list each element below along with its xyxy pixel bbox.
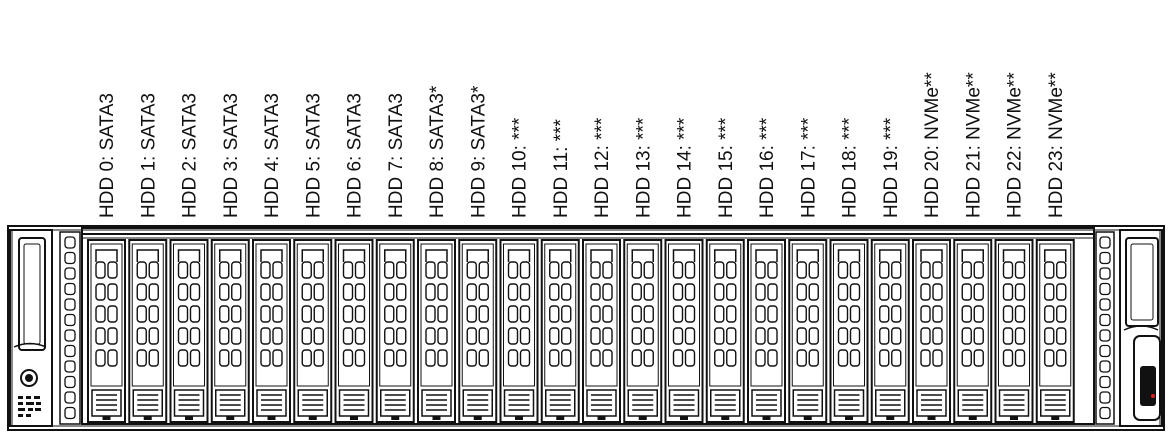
drive-bay-8[interactable] bbox=[417, 239, 456, 423]
slot-label-0: HDD 0: SATA3 bbox=[97, 93, 118, 218]
drive-bay-17[interactable] bbox=[788, 239, 828, 423]
right-rack-ear bbox=[1119, 229, 1163, 427]
slot-label-10: HDD 10: *** bbox=[510, 117, 531, 218]
drive-bay-frame bbox=[81, 227, 1095, 425]
slot-label-17: HDD 17: *** bbox=[798, 117, 819, 218]
slot-label-8: HDD 8: SATA3* bbox=[427, 85, 448, 218]
left-vent-strip bbox=[59, 231, 81, 425]
slot-label-6: HDD 6: SATA3 bbox=[345, 93, 366, 218]
vendor-logo-badge bbox=[1140, 366, 1156, 406]
drive-bay-23[interactable] bbox=[1035, 239, 1075, 423]
drive-bay-1[interactable] bbox=[128, 239, 168, 423]
drive-bay-3[interactable] bbox=[210, 239, 250, 423]
drive-bay-7[interactable] bbox=[375, 239, 415, 423]
drive-bay-6[interactable] bbox=[334, 239, 374, 423]
drive-bay-2[interactable] bbox=[169, 239, 209, 423]
drive-bay-15[interactable] bbox=[705, 239, 745, 423]
slot-label-23: HDD 23: NVMe** bbox=[1046, 72, 1067, 218]
slot-label-5: HDD 5: SATA3 bbox=[303, 93, 324, 218]
drive-bay-22[interactable] bbox=[994, 239, 1034, 423]
drive-bay-4[interactable] bbox=[252, 239, 291, 423]
slot-label-18: HDD 18: *** bbox=[840, 117, 861, 218]
drive-bay-0[interactable] bbox=[87, 239, 126, 423]
slot-label-11: HDD 11: *** bbox=[551, 118, 572, 218]
drive-bay-13[interactable] bbox=[623, 239, 663, 423]
slot-label-15: HDD 15: *** bbox=[716, 117, 737, 218]
drive-bay-5[interactable] bbox=[293, 239, 333, 423]
slot-label-9: HDD 9: SATA3* bbox=[468, 85, 489, 218]
drive-bay-16[interactable] bbox=[747, 239, 786, 423]
drive-bay-19[interactable] bbox=[870, 239, 910, 423]
slot-label-20: HDD 20: NVMe** bbox=[922, 72, 943, 218]
drive-bay-11[interactable] bbox=[540, 239, 580, 423]
slot-label-3: HDD 3: SATA3 bbox=[221, 93, 242, 218]
slot-label-22: HDD 22: NVMe** bbox=[1005, 72, 1026, 218]
drive-bay-9[interactable] bbox=[458, 239, 498, 423]
slot-label-2: HDD 2: SATA3 bbox=[180, 93, 201, 218]
slot-labels: HDD 0: SATA3 HDD 1: SATA3 HDD 2: SATA3 HDD … bbox=[97, 72, 1067, 218]
slot-label-16: HDD 16: *** bbox=[757, 117, 778, 218]
drive-bay-14[interactable] bbox=[664, 239, 704, 423]
slot-label-14: HDD 14: *** bbox=[675, 117, 696, 218]
slot-label-21: HDD 21: NVMe** bbox=[963, 72, 984, 218]
drive-bays bbox=[87, 239, 1075, 423]
slot-label-13: HDD 13: *** bbox=[633, 117, 654, 218]
led-indicator-icons bbox=[18, 396, 41, 417]
left-rack-ear bbox=[9, 229, 53, 427]
drive-bay-21[interactable] bbox=[953, 239, 993, 423]
drive-bay-10[interactable] bbox=[499, 239, 539, 423]
slot-label-19: HDD 19: *** bbox=[881, 117, 902, 218]
drive-bay-18[interactable] bbox=[829, 239, 869, 423]
slot-label-4: HDD 4: SATA3 bbox=[262, 93, 283, 218]
drive-bay-12[interactable] bbox=[582, 239, 621, 423]
chassis bbox=[7, 225, 1165, 431]
slot-label-7: HDD 7: SATA3 bbox=[386, 93, 407, 218]
drive-bay-20[interactable] bbox=[912, 239, 951, 423]
power-button-icon bbox=[20, 369, 38, 387]
slot-label-1: HDD 1: SATA3 bbox=[138, 93, 159, 218]
right-vent-strip bbox=[1095, 231, 1115, 425]
slot-label-12: HDD 12: *** bbox=[592, 117, 613, 218]
